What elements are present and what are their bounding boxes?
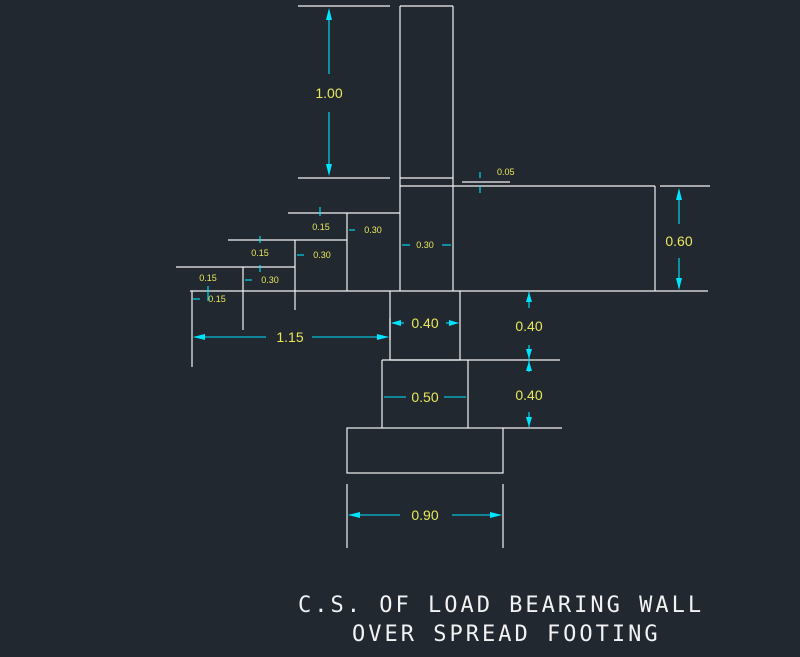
label-beam-depth: 0.60	[665, 233, 692, 249]
label-step-tread-3: 0.30	[364, 225, 382, 235]
dim-arrow	[391, 320, 401, 326]
label-step-rise-2: 0.15	[251, 248, 269, 258]
title-line-2: OVER SPREAD FOOTING	[352, 622, 661, 647]
footing	[346, 427, 504, 474]
dim-arrow	[526, 417, 532, 427]
label-stairs-run: 1.15	[276, 329, 303, 345]
drawing-title: C.S. OF LOAD BEARING WALL OVER SPREAD FO…	[298, 593, 704, 647]
label-step-tread-2: 0.30	[313, 250, 331, 260]
label-wall-width: 0.30	[416, 240, 434, 250]
label-pedestal-height: 0.40	[515, 387, 542, 403]
label-stem-height: 0.40	[515, 318, 542, 334]
dim-arrow	[676, 188, 682, 200]
label-step-rise-1: 0.15	[199, 273, 217, 283]
dimension-labels: 1.00 0.05 0.60 0.30 0.15 0.30 0.15 0.30 …	[199, 85, 693, 523]
dim-arrow	[526, 292, 532, 302]
dim-arrow	[326, 8, 332, 20]
dim-arrow	[193, 334, 205, 340]
dim-arrow	[377, 334, 389, 340]
label-step-rise-3: 0.15	[312, 222, 330, 232]
label-pedestal-width: 0.50	[411, 389, 438, 405]
geometry	[176, 5, 710, 548]
label-step-tread-0: 0.15	[208, 294, 226, 304]
dim-arrow	[676, 278, 682, 290]
dim-arrow	[526, 349, 532, 359]
label-stem-width: 0.40	[411, 315, 438, 331]
title-line-1: C.S. OF LOAD BEARING WALL	[298, 593, 704, 618]
label-offset: 0.05	[497, 167, 515, 177]
dim-arrow	[526, 361, 532, 371]
dimension-lines	[193, 8, 682, 518]
dim-arrow	[490, 512, 502, 518]
dim-arrow	[326, 164, 332, 176]
label-wall-height: 1.00	[315, 85, 342, 101]
label-footing-width: 0.90	[411, 507, 438, 523]
dim-arrow	[449, 320, 459, 326]
dim-arrow	[348, 512, 360, 518]
label-step-tread-1: 0.30	[261, 275, 279, 285]
